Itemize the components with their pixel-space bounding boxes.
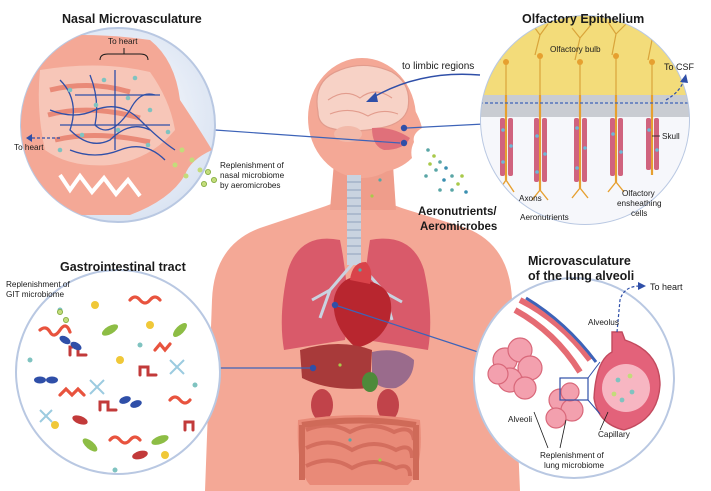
title-lung-line2: of the lung alveoli (528, 269, 634, 283)
heart (333, 277, 392, 348)
label-nasal-repl-1: Replenishment of (220, 161, 284, 170)
stomach (372, 350, 414, 389)
olfactory-neurons (497, 95, 659, 201)
gi-panel (15, 269, 221, 475)
label-nasal-repl-3: by aeromicrobes (220, 181, 281, 190)
label-to-heart-left: To heart (14, 143, 44, 152)
label-aeronutrients-line1: Aeronutrients/ (418, 206, 497, 218)
label-git-repl-2: GIT microbiome (6, 290, 65, 299)
title-nasal-microvasculature: Nasal Microvasculature (62, 12, 202, 26)
human-figure (205, 58, 520, 491)
olfactory-panel (480, 15, 690, 225)
text-labels: Nasal Microvasculature Olfactory Epithel… (6, 12, 695, 470)
trachea (347, 175, 361, 265)
limbic-arrow (371, 73, 481, 99)
connector-lines (214, 123, 485, 369)
title-olfactory-epithelium: Olfactory Epithelium (522, 12, 644, 26)
label-to-csf: To CSF (664, 62, 695, 72)
label-oec-3: cells (631, 209, 647, 218)
nasal-cavity (372, 127, 410, 150)
label-alveolus: Alveolus (588, 318, 619, 327)
lung-panel (473, 277, 675, 479)
label-skull: Skull (662, 132, 680, 141)
left-kidney (311, 389, 333, 421)
label-alveoli: Alveoli (508, 415, 532, 424)
title-lung-line1: Microvasculature (528, 254, 631, 268)
label-aeronutrients-small: Aeronutrients (520, 213, 569, 222)
label-to-heart-top: To heart (108, 37, 138, 46)
title-gastrointestinal-tract: Gastrointestinal tract (60, 260, 187, 274)
label-nasal-repl-2: nasal microbiome (220, 171, 285, 180)
label-axons: Axons (519, 194, 542, 203)
intestines (297, 415, 421, 485)
label-aeromicrobes-line2: Aeromicrobes (420, 221, 497, 233)
gallbladder (362, 372, 378, 392)
alveolus-large (593, 331, 661, 431)
face-profile (380, 90, 422, 172)
right-kidney (377, 389, 399, 421)
label-oec-1: Olfactory (622, 189, 656, 198)
label-lung-repl-2: lung microbiome (544, 461, 605, 470)
label-olfactory-bulb: Olfactory bulb (550, 45, 601, 54)
cerebellum (334, 126, 362, 142)
left-lung (281, 238, 348, 350)
liver (300, 344, 372, 389)
label-lung-repl-1: Replenishment of (540, 451, 604, 460)
brain (316, 64, 410, 132)
label-to-limbic-regions: to limbic regions (402, 61, 474, 72)
label-oec-2: ensheathing (617, 199, 662, 208)
nasal-panel (20, 27, 217, 223)
label-capillary: Capillary (598, 430, 631, 439)
label-git-repl-1: Replenishment of (6, 280, 70, 289)
label-to-heart-lung: To heart (650, 282, 683, 292)
aero-particles (338, 148, 468, 462)
